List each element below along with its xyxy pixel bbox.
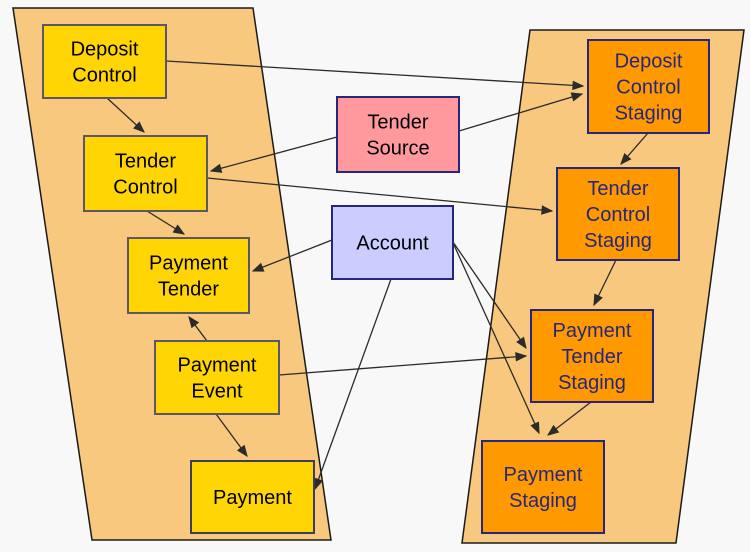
account-label: Account: [356, 233, 429, 255]
deposit-control-to-tender-control-arrow: [106, 97, 144, 132]
payment-tender-staging-to-payment-staging-arrow: [548, 401, 592, 435]
tender-control-staging-to-payment-tender-staging-arrow: [594, 259, 617, 305]
payment-staging-box: [481, 440, 605, 534]
payment-tender-box: [127, 237, 250, 314]
payment-event-to-payment-tender-staging-arrow: [278, 356, 526, 376]
tender-source-box: [336, 96, 460, 173]
entity-account: Account: [331, 205, 454, 280]
payment-event-to-payment-arrow: [215, 413, 247, 456]
account-to-payment-tender-arrow: [253, 239, 333, 272]
deposit-control-to-deposit-control-staging-arrow: [165, 60, 583, 86]
tender-control-box: [83, 135, 208, 212]
tender-control-staging-box: [556, 167, 680, 261]
account-box: [331, 205, 454, 280]
payment-label: Payment: [213, 487, 292, 509]
account-to-payment-tender-staging-arrow: [452, 241, 526, 348]
tender-source-to-tender-control-arrow: [211, 136, 338, 171]
payment-tender-staging-box: [530, 309, 654, 403]
payment-event-to-payment-tender-arrow: [189, 317, 208, 342]
tender-control-to-payment-tender-arrow: [146, 210, 184, 234]
deposit-control-box: [42, 24, 167, 99]
deposit-control-staging-box: [587, 39, 710, 134]
tender-control-to-tender-control-staging-arrow: [206, 177, 552, 211]
account-to-payment-arrow: [315, 278, 392, 489]
account-to-payment-staging-arrow: [453, 244, 540, 433]
payment-event-box: [154, 340, 280, 415]
payment-box: [190, 460, 315, 534]
tender-source-to-deposit-control-staging-arrow: [458, 94, 582, 132]
deposit-control-staging-to-tender-control-staging-arrow: [621, 132, 649, 164]
entity-payment: Payment: [190, 460, 315, 534]
